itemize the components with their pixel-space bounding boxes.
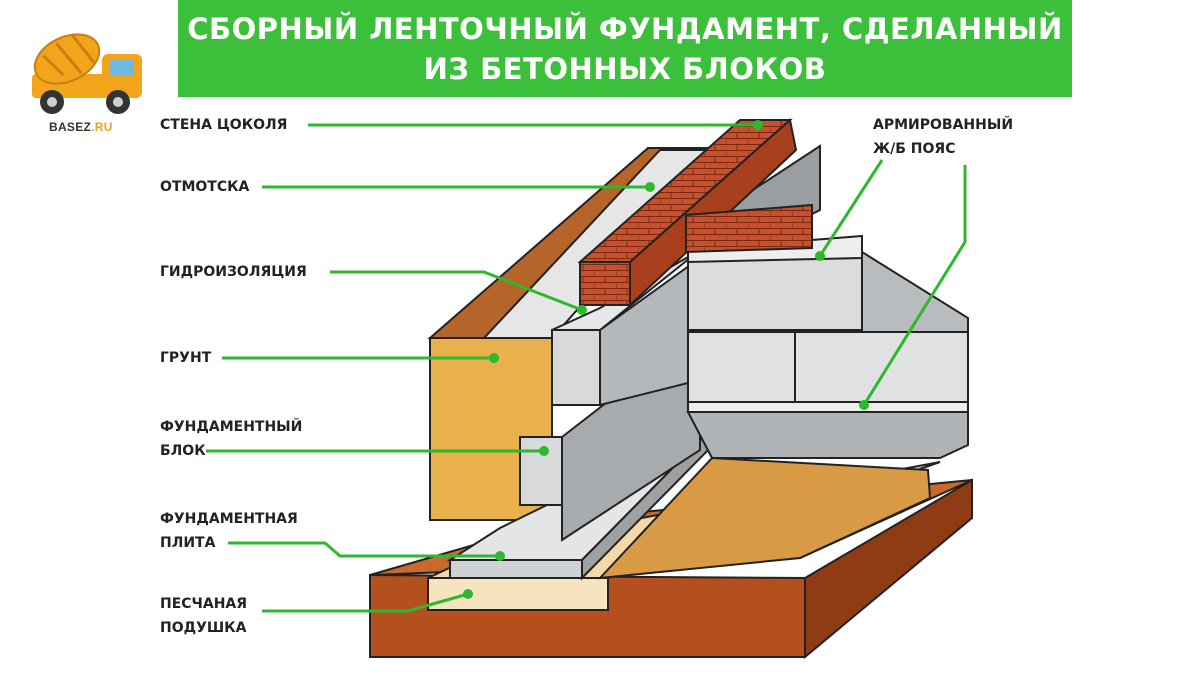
- sand-cushion-front: [427, 577, 609, 611]
- belt-right: [687, 401, 969, 413]
- clay-base-side: [804, 478, 973, 660]
- brick-wall-left-front: [579, 261, 631, 306]
- label-foundation-block: ФУНДАМЕНТНЫЙ БЛОК: [160, 419, 303, 459]
- label-waterproofing: ГИДРОИЗОЛЯЦИЯ: [160, 264, 307, 280]
- leader-lines: [206, 123, 967, 613]
- leader-foundation-slab: [228, 541, 500, 558]
- leader-reinforced-belt-lower: [862, 165, 967, 406]
- leader-waterproofing: [330, 270, 583, 312]
- slab-front: [449, 559, 583, 579]
- concrete-mixer-logo-icon: [32, 33, 142, 114]
- title-line-2: ИЗ БЕТОННЫХ БЛОКОВ: [423, 52, 827, 86]
- title-line-1: СБОРНЫЙ ЛЕНТОЧНЫЙ ФУНДАМЕНТ, СДЕЛАННЫЙ: [187, 12, 1063, 46]
- label-sand-cushion: ПЕСЧАНАЯ ПОДУШКА: [160, 596, 248, 636]
- wall-right-lower: [687, 331, 969, 403]
- label-socle-wall: СТЕНА ЦОКОЛЯ: [160, 117, 288, 133]
- leader-dots: [463, 120, 869, 599]
- leader-reinforced-belt-top: [818, 159, 884, 257]
- label-blind-area: ОТМОТСКА: [160, 179, 250, 195]
- leader-sand-cushion: [262, 592, 469, 613]
- floor-surface: [597, 456, 932, 580]
- title-banner: СБОРНЫЙ ЛЕНТОЧНЫЙ ФУНДАМЕНТ, СДЕЛАННЫЙ И…: [178, 0, 1072, 97]
- brick-wall-right: [685, 203, 813, 254]
- label-reinforced-belt: АРМИРОВАННЫЙ Ж/Б ПОЯС: [873, 117, 1014, 157]
- logo-text: BASEZ.RU: [49, 120, 113, 134]
- wall-left-upper-front: [551, 329, 601, 406]
- label-foundation-slab: ФУНДАМЕНТНАЯ ПЛИТА: [160, 511, 298, 551]
- label-ground: ГРУНТ: [160, 350, 212, 366]
- slab-right: [686, 411, 969, 459]
- wall-right-upper: [687, 251, 863, 331]
